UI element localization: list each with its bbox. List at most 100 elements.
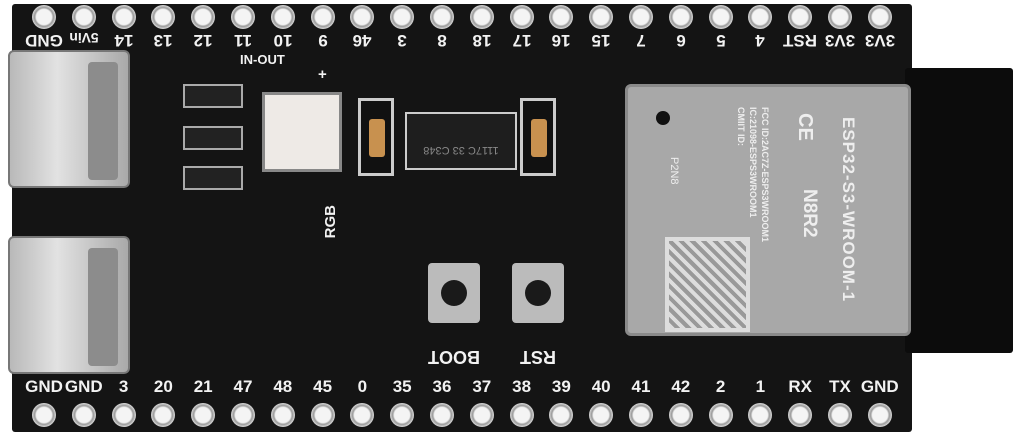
pin-hole: [111, 5, 136, 29]
pin-hole: [151, 5, 176, 29]
pin-label: 6: [676, 31, 686, 50]
pin-label: 42: [671, 377, 691, 396]
pin-hole: [390, 5, 415, 29]
pin-label: 37: [472, 377, 492, 396]
pin-label: 13: [153, 31, 173, 50]
usb-c-port-1[interactable]: [8, 50, 130, 188]
pin-label: 8: [437, 31, 447, 50]
pin-hole: [549, 403, 574, 427]
pin-hole: [191, 5, 216, 29]
pin-label: 46: [352, 31, 372, 50]
pin-label: 3V3: [864, 31, 895, 50]
pin-hole: [191, 403, 216, 427]
diode: [183, 84, 243, 108]
pin-hole: [867, 5, 892, 29]
pin-hole: [310, 5, 335, 29]
diode: [183, 126, 243, 150]
esp32-module: ESP32-S3-WROOM-1 N8R2 CE FCC ID:2AC7Z-ES…: [625, 84, 911, 336]
boot-label: BOOT: [428, 347, 480, 367]
pin-hole: [708, 403, 733, 427]
pin-hole: [111, 403, 136, 427]
boot-button[interactable]: [428, 263, 480, 323]
pin-hole: [629, 5, 653, 29]
pin-label: 3: [118, 377, 129, 396]
pin-hole: [430, 5, 454, 29]
voltage-regulator: 1117C 33 C348: [405, 112, 517, 170]
pin-label: 47: [233, 377, 253, 396]
pin-hole: [589, 403, 614, 427]
pin-hole: [270, 403, 295, 427]
pin-label: 3: [397, 31, 407, 50]
pin-label: 14: [114, 31, 134, 50]
pin-label: TX: [829, 377, 851, 396]
pin-label: 4: [755, 31, 766, 50]
pin-label: 12: [193, 31, 213, 50]
pin-hole: [867, 403, 892, 427]
pin-hole: [350, 403, 375, 427]
pin-hole: [629, 403, 653, 427]
pin-hole: [469, 403, 494, 427]
fcc-id: FCC ID:2AC7Z-ESPS3WROOM1: [760, 107, 770, 243]
pin-label: 5Vin: [69, 30, 99, 46]
pin-label: GND: [25, 31, 63, 50]
pin-hole: [71, 5, 96, 29]
pin-hole: [231, 5, 255, 29]
pin-label: 38: [512, 377, 532, 396]
qr-code: [665, 237, 750, 332]
pin-hole: [828, 403, 852, 427]
pin-label: GND: [25, 377, 63, 396]
pin-label: 16: [551, 31, 571, 50]
pin-hole: [151, 403, 176, 427]
module-name: ESP32-S3-WROOM-1: [839, 117, 858, 303]
module-code: P2N8: [668, 157, 680, 185]
pin-label: GND: [860, 377, 899, 396]
usb-c-port-2[interactable]: [8, 236, 130, 374]
pin-label: RST: [783, 31, 818, 50]
capacitor: [358, 98, 394, 176]
pin-hole: [231, 403, 255, 427]
plus-label: +: [318, 66, 327, 83]
pin-hole: [350, 5, 375, 29]
pin-label: 1: [755, 377, 766, 396]
reset-button[interactable]: [512, 263, 564, 323]
pin-hole: [788, 5, 813, 29]
pin-label: 21: [193, 377, 213, 396]
pin-hole: [668, 5, 693, 29]
pin-hole: [828, 5, 852, 29]
pin-label: 7: [636, 31, 646, 50]
cmiit-id: CMIIT ID:: [736, 107, 746, 146]
pin-hole: [748, 403, 773, 427]
pin-label: 10: [273, 31, 293, 50]
pin-label: 9: [317, 31, 328, 50]
pin-label: 3V3: [824, 31, 856, 50]
pin-label: 5: [715, 31, 726, 50]
pin-label: 39: [551, 377, 571, 396]
pin-label: 15: [591, 31, 611, 50]
pin-hole: [32, 5, 56, 29]
pin-hole: [509, 5, 534, 29]
pin-label: 35: [392, 377, 412, 396]
rgb-led: [262, 92, 342, 172]
ce-mark: CE: [794, 113, 816, 141]
rgb-label: RGB: [322, 205, 339, 239]
pin-label: 2: [715, 377, 726, 396]
pin-label: 36: [432, 377, 452, 396]
capacitor: [520, 98, 556, 176]
pin-hole: [748, 5, 773, 29]
pin-label: GND: [64, 377, 103, 396]
pin-hole: [589, 5, 614, 29]
antenna-area: [905, 68, 1013, 353]
pin-label: 45: [313, 377, 333, 396]
pin-label: 20: [153, 377, 173, 396]
pin-label: 18: [472, 31, 492, 50]
pin-hole: [549, 5, 574, 29]
pin-hole: [430, 403, 454, 427]
pin-label: 11: [234, 31, 252, 50]
in-out-label: IN-OUT: [240, 52, 285, 67]
pin-label: 41: [631, 377, 651, 396]
pin-hole: [708, 5, 733, 29]
pin-hole: [270, 5, 295, 29]
pin-hole: [509, 403, 534, 427]
